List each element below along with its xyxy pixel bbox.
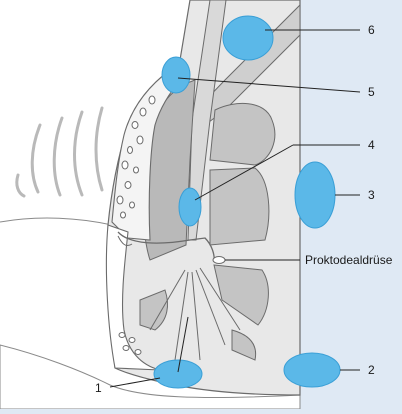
leader-1-fibre <box>177 316 189 373</box>
abscess-6-supralevator <box>222 15 274 61</box>
external-sphincter-deep <box>209 102 276 166</box>
external-sphincter-superficial <box>209 167 270 246</box>
anal-crypt <box>117 235 133 247</box>
label-6: 6 <box>368 23 375 37</box>
label-4: 4 <box>368 138 375 152</box>
abscess-1-subcutaneous <box>153 359 203 389</box>
corrugator-fibres <box>149 267 241 361</box>
leader-1 <box>109 377 161 388</box>
leader-lines <box>109 29 361 388</box>
skin-line <box>0 217 113 226</box>
label-3: 3 <box>368 188 375 202</box>
leader-5 <box>177 77 361 93</box>
proktodeal-gland <box>212 256 226 264</box>
abscess-5-submucosal <box>161 56 191 94</box>
abscess-4-intersphincteric <box>178 187 202 227</box>
label-proktodeal-gland: Proktodealdrüse <box>305 253 393 267</box>
abscess-2-ischioanal-low <box>283 352 341 388</box>
gland-duct <box>117 231 215 263</box>
skin-folds <box>15 106 104 198</box>
perianal-glands <box>118 332 142 355</box>
leader-4 <box>194 144 294 201</box>
mucosal-glands <box>116 95 156 219</box>
label-1: 1 <box>95 381 102 395</box>
perineal-skin <box>0 344 301 410</box>
sphincter-segment-left <box>139 289 168 331</box>
sphincter-segment-lower <box>231 329 257 361</box>
abscess-3-ischioanal <box>294 161 336 229</box>
label-2: 2 <box>368 363 375 377</box>
external-sphincter-subcutaneous <box>213 264 269 326</box>
label-5: 5 <box>368 85 375 99</box>
upper-tissue-region <box>0 0 182 222</box>
abscess-sites <box>153 15 341 389</box>
